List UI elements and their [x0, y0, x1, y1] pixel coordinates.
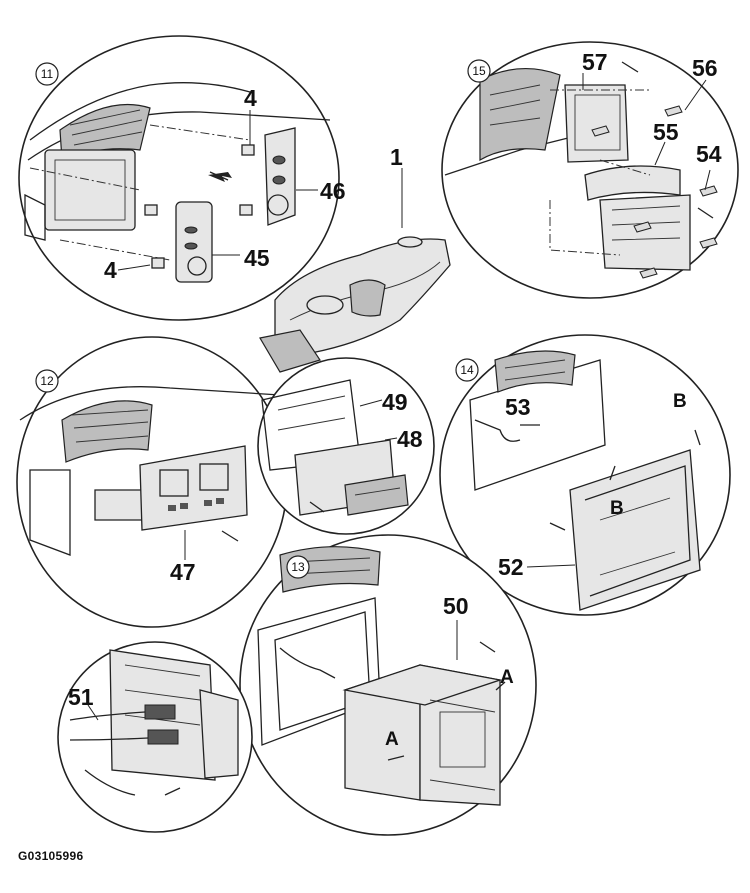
detail-circle-14 — [439, 334, 731, 616]
detail-circle-12 — [16, 336, 288, 628]
step-14-label: 14 — [460, 363, 474, 377]
callout-53: 53 — [505, 394, 531, 420]
detail-circle-15 — [441, 41, 739, 299]
step-14-badge — [455, 358, 479, 382]
marker-a-right: A — [500, 667, 514, 688]
callout-55: 55 — [653, 119, 679, 145]
callouts: 1 4 4 45 46 47 48 49 50 51 52 53 54 55 5… — [68, 49, 722, 710]
callout-49: 49 — [382, 389, 408, 415]
figure-code: G03105996 — [18, 849, 84, 863]
callout-48: 48 — [397, 426, 423, 452]
step-13-badge — [286, 555, 310, 579]
callout-4-top: 4 — [244, 85, 257, 111]
step-12-label: 12 — [40, 374, 54, 388]
callout-47: 47 — [170, 559, 196, 585]
marker-a-left: A — [385, 729, 399, 750]
step-13-label: 13 — [291, 560, 305, 574]
detail-circle-13 — [239, 534, 537, 836]
step-12-badge — [35, 369, 59, 393]
step-11-label: 11 — [41, 67, 54, 81]
callout-4-bottom: 4 — [104, 257, 117, 283]
detail-circle-radio — [257, 357, 435, 535]
step-15-badge — [467, 59, 491, 83]
callout-1: 1 — [390, 144, 403, 170]
step-11-badge — [35, 62, 59, 86]
callout-45: 45 — [244, 245, 270, 271]
dashboard-assembly — [259, 168, 451, 373]
callout-52: 52 — [498, 554, 524, 580]
marker-b-mid: B — [610, 498, 624, 519]
letter-markers: B B A A — [385, 391, 687, 750]
callout-57: 57 — [582, 49, 608, 75]
detail-circle-11 — [18, 35, 340, 321]
callout-46: 46 — [320, 178, 346, 204]
detail-circle-connector — [57, 641, 253, 833]
callout-51: 51 — [68, 684, 94, 710]
callout-56: 56 — [692, 55, 718, 81]
marker-b-top: B — [673, 391, 687, 412]
callout-50: 50 — [443, 593, 469, 619]
callout-54: 54 — [696, 141, 722, 167]
step-15-label: 15 — [472, 64, 486, 78]
